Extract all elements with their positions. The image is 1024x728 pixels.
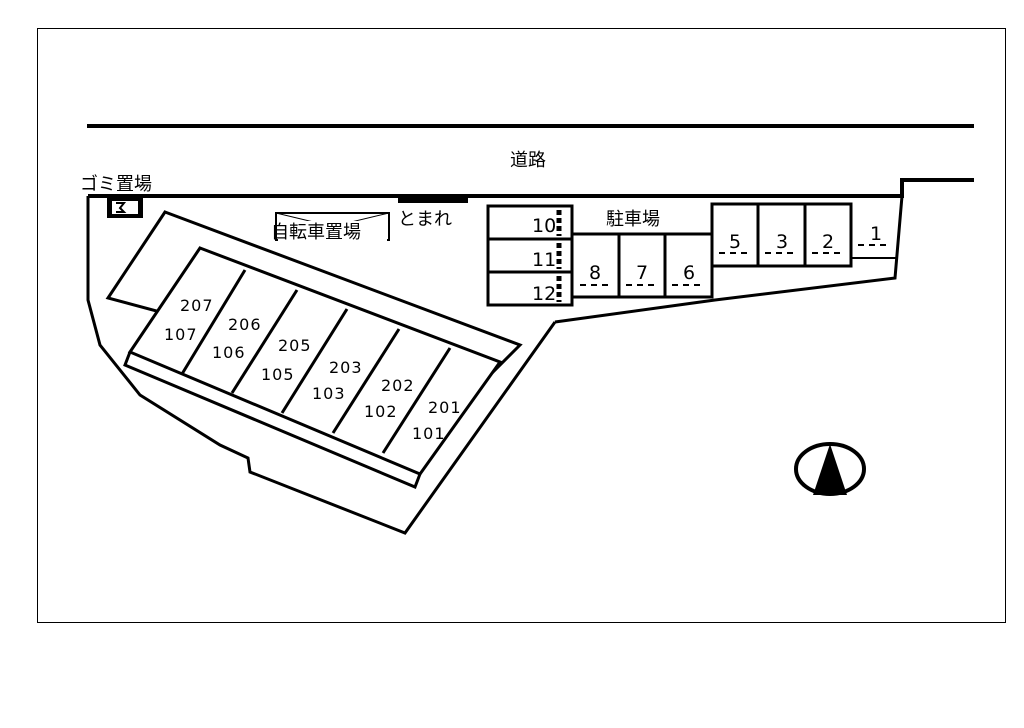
parking-space-number: 2 — [822, 231, 834, 253]
room-lower: 106 — [212, 343, 246, 362]
parking-right-group — [710, 202, 898, 268]
parking-space-number: 7 — [636, 262, 648, 284]
plan-frame — [37, 28, 1006, 623]
room-lower: 101 — [412, 424, 446, 443]
room-upper: 203 — [329, 358, 363, 377]
parking-space-number: 3 — [776, 231, 788, 253]
room-lower: 107 — [164, 325, 198, 344]
parking-space-number: 5 — [729, 231, 741, 253]
parking-space-number: 12 — [532, 283, 556, 305]
lot-boundary-left — [86, 196, 557, 535]
stop-line — [398, 197, 468, 203]
apartment-building — [105, 210, 523, 489]
bicycle-parking — [275, 212, 390, 241]
parking-label: 駐車場 — [606, 209, 660, 230]
room-lower: 105 — [261, 365, 295, 384]
parking-space-number: 11 — [532, 249, 556, 271]
stop-label: とまれ — [398, 209, 452, 230]
parking-space-number: 10 — [532, 215, 556, 237]
room-upper: 205 — [278, 336, 312, 355]
bicycle-parking-label: 自転車置場 — [271, 222, 361, 243]
room-lower: 102 — [364, 402, 398, 421]
room-upper: 206 — [228, 315, 262, 334]
garbage-label: ゴミ置場 — [80, 174, 152, 195]
room-lower: 103 — [312, 384, 346, 403]
lot-boundary-top — [88, 178, 974, 198]
parking-space-number: 1 — [870, 223, 882, 245]
room-upper: 207 — [180, 296, 214, 315]
garbage-bin-icon — [107, 197, 143, 218]
road-label: 道路 — [510, 150, 546, 171]
room-upper: 202 — [381, 376, 415, 395]
parking-stacked-group — [486, 204, 574, 307]
lot-boundary-right — [554, 195, 904, 324]
parking-space-number: 6 — [683, 262, 695, 284]
room-upper: 201 — [428, 398, 462, 417]
north-arrow-icon — [794, 442, 866, 496]
parking-space-number: 8 — [589, 262, 601, 284]
